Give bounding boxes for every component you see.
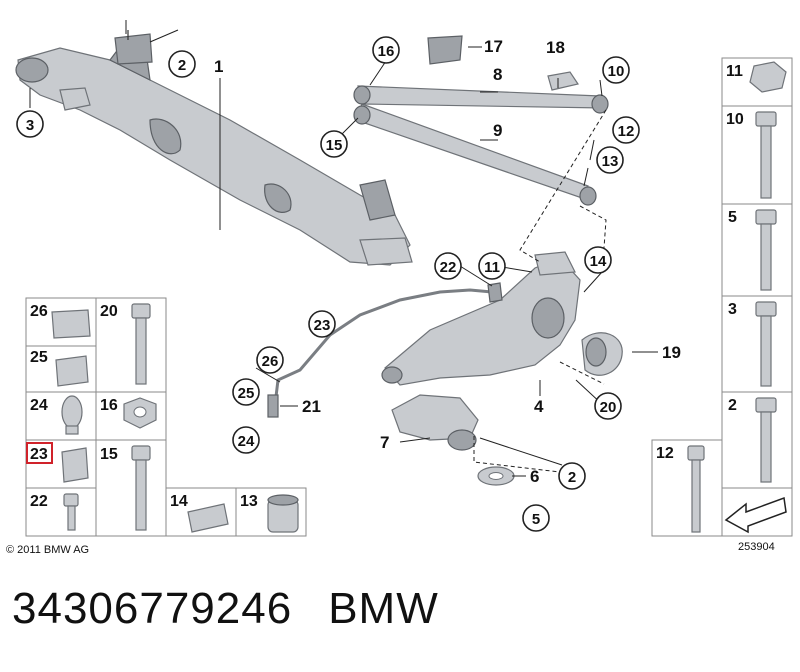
svg-text:10: 10 [608, 63, 625, 80]
right-label-2: 2 [728, 397, 737, 414]
callout-13: 13 [596, 146, 624, 174]
callout-14-main: 14 [584, 246, 612, 274]
svg-text:11: 11 [484, 259, 500, 276]
callout-12: 12 [612, 116, 640, 144]
svg-text:2: 2 [178, 57, 186, 74]
right-label-12: 12 [656, 445, 674, 462]
callout-8: 8 [493, 65, 502, 84]
right-label-10: 10 [726, 111, 744, 128]
right-label-5: 5 [728, 209, 737, 226]
svg-text:3: 3 [26, 117, 34, 134]
callout-22-main: 22 [434, 252, 462, 280]
right-label-11: 11 [726, 63, 743, 80]
control-arms-illustration [353, 35, 609, 206]
callout-1: 1 [214, 57, 223, 76]
spring-link-illustration [391, 394, 515, 486]
svg-text:5: 5 [532, 511, 540, 528]
grid-label-13: 13 [240, 493, 258, 510]
svg-text:21: 21 [302, 397, 321, 416]
callout-11-main: 11 [478, 252, 506, 280]
right-label-3: 3 [728, 301, 737, 318]
svg-text:14: 14 [590, 253, 607, 270]
part-number: 34306779246 [12, 584, 293, 633]
callout-19: 19 [662, 343, 681, 362]
svg-text:18: 18 [546, 38, 565, 57]
brand-name: BMW [328, 584, 439, 633]
grid-label-25: 25 [30, 349, 48, 366]
svg-text:12: 12 [618, 123, 635, 140]
svg-text:17: 17 [484, 37, 503, 56]
svg-text:20: 20 [600, 399, 617, 416]
svg-text:16: 16 [378, 43, 395, 60]
callout-9: 9 [493, 121, 502, 140]
callout-10: 10 [602, 56, 630, 84]
svg-text:1: 1 [214, 57, 223, 76]
grid-label-14: 14 [170, 493, 188, 510]
svg-text:15: 15 [326, 137, 343, 154]
callout-2-bottom: 2 [558, 462, 586, 490]
axle-carrier-illustration [15, 30, 413, 266]
callout-7: 7 [380, 433, 389, 452]
svg-text:19: 19 [662, 343, 681, 362]
callout-21: 21 [302, 397, 321, 416]
svg-text:26: 26 [262, 353, 279, 370]
svg-text:13: 13 [602, 153, 619, 170]
grid-label-16: 16 [100, 397, 118, 414]
svg-text:7: 7 [380, 433, 389, 452]
svg-text:9: 9 [493, 121, 502, 140]
callout-15: 15 [320, 130, 348, 158]
right-parts-column: 11 10 5 3 2 12 [651, 57, 793, 537]
grid-label-22: 22 [30, 493, 48, 510]
svg-text:24: 24 [238, 433, 255, 450]
grid-label-23: 23 [30, 446, 48, 463]
callout-18: 18 [546, 38, 565, 57]
left-parts-grid: 26 20 25 24 16 23 15 22 14 13 [25, 297, 307, 537]
wheel-carrier-illustration [381, 251, 623, 386]
svg-text:22: 22 [440, 259, 457, 276]
grid-label-26: 26 [30, 303, 48, 320]
part-number-line: 34306779246 BMW [12, 584, 439, 654]
highlight-box [26, 442, 53, 464]
callout-6: 6 [530, 467, 539, 486]
callout-2-top: 2 [168, 50, 196, 78]
grid-label-15: 15 [100, 446, 118, 463]
callout-5-main: 5 [522, 504, 550, 532]
grid-label-24: 24 [30, 397, 48, 414]
callout-17: 17 [484, 37, 503, 56]
parts-diagram: 1 2 3 16 17 18 8 10 15 9 12 13 22 [6, 20, 793, 556]
svg-text:6: 6 [530, 467, 539, 486]
diagram-id-text: 253904 [738, 541, 775, 553]
svg-text:4: 4 [534, 397, 544, 416]
sensor-cable-illustration [267, 282, 503, 418]
callout-3: 3 [16, 110, 44, 138]
callout-20-main: 20 [594, 392, 622, 420]
copyright-text: © 2011 BMW AG [6, 544, 89, 556]
callout-4: 4 [534, 397, 544, 416]
svg-text:23: 23 [314, 317, 331, 334]
arrow-icon [724, 496, 787, 534]
svg-text:25: 25 [238, 385, 255, 402]
grid-label-20: 20 [100, 303, 118, 320]
dashed-guides [473, 109, 607, 473]
callout-26-main: 26 [256, 346, 284, 374]
callout-23-main: 23 [308, 310, 336, 338]
callout-24-main: 24 [232, 426, 260, 454]
callout-25-main: 25 [232, 378, 260, 406]
callout-16: 16 [372, 36, 400, 64]
svg-text:8: 8 [493, 65, 502, 84]
svg-text:2: 2 [568, 469, 576, 486]
